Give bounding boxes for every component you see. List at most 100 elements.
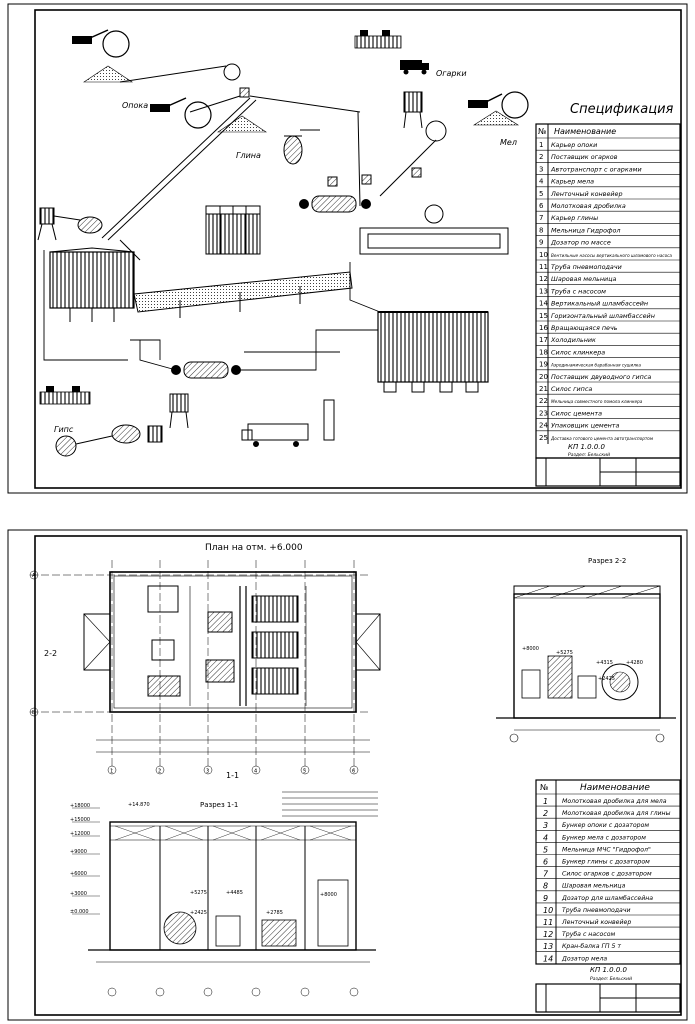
label-glina: Глина bbox=[236, 151, 261, 160]
spec-row-number: 12 bbox=[539, 275, 548, 283]
spec-row-number: 6 bbox=[543, 858, 548, 867]
elevation-mark: +18000 bbox=[70, 803, 90, 809]
spec-row-number: 14 bbox=[543, 954, 553, 963]
spec-row-name: Вращающаяся печь bbox=[551, 324, 618, 332]
ball-mill-icon bbox=[299, 195, 371, 213]
horizontal-slurry-basin bbox=[359, 204, 509, 255]
spec-row-name: Карьер опоки bbox=[551, 141, 597, 149]
spec-row-name: Бункер глины с дозатором bbox=[562, 859, 650, 866]
elevation-mark: +12000 bbox=[70, 831, 90, 837]
spec-row-number: 3 bbox=[543, 821, 548, 830]
label-mel: Мел bbox=[500, 138, 517, 147]
elevation-mark: +5275 bbox=[556, 650, 573, 656]
spec-row-name: Поставщик двуводного гипса bbox=[551, 373, 651, 381]
hydrofol-mill-icon bbox=[283, 135, 303, 165]
spec-row-name: Аэродинамическая барабанная сушилка bbox=[550, 363, 641, 368]
section-22-title: Разрез 2-2 bbox=[588, 557, 626, 565]
elevation-mark: +4485 bbox=[226, 890, 243, 896]
spec-row-name: Труба с насосом bbox=[562, 930, 616, 938]
spec-row-number: 23 bbox=[539, 409, 548, 417]
section-mark-11: 1-1 bbox=[226, 771, 239, 780]
spec-row-number: 22 bbox=[539, 397, 548, 405]
section-mark-22: 2-2 bbox=[44, 649, 57, 658]
excavator-glina-icon bbox=[150, 97, 212, 129]
label-opoka: Опока bbox=[122, 101, 148, 110]
spec-row-name: Силос цемента bbox=[551, 409, 602, 417]
axis-label-number: 5 bbox=[303, 769, 306, 775]
spec-row-number: 1 bbox=[539, 141, 543, 149]
sheet-1-inner-frame bbox=[34, 9, 682, 489]
spec-row-number: 2 bbox=[543, 809, 548, 818]
spec-row-name: Мельница совместного помола клинкера bbox=[551, 399, 643, 404]
spec-row-number: 19 bbox=[539, 361, 548, 369]
plan-title: План на отм. +6.000 bbox=[205, 543, 303, 553]
spec-row-name: Карьер глины bbox=[551, 214, 598, 222]
axis-label-number: 3 bbox=[206, 769, 209, 775]
gypsum-dryer-icon bbox=[55, 424, 163, 457]
dump-truck-icon bbox=[400, 60, 429, 75]
elevation-mark: +2425 bbox=[190, 910, 207, 916]
vertical-slurry-basins bbox=[205, 205, 261, 255]
spec-row-name: Доставка готового цемента автотранспорто… bbox=[550, 436, 653, 441]
spec-row-number: 18 bbox=[539, 348, 548, 356]
spec-row-number: 24 bbox=[539, 422, 548, 430]
stamp-sub-sheet-1: Раздел: Бельский bbox=[568, 452, 610, 458]
spec-row-name: Бункер опоки с дозатором bbox=[562, 822, 649, 829]
spec-row-number: 25 bbox=[539, 434, 548, 442]
axis-label-number: 4 bbox=[254, 769, 257, 775]
quarry-excavators bbox=[72, 29, 529, 129]
spec-row-name: Холодильник bbox=[550, 336, 596, 344]
cement-truck-icon bbox=[241, 399, 335, 447]
section-11-view bbox=[88, 821, 376, 997]
spec-row-number: 8 bbox=[543, 882, 548, 891]
elevation-mark: ±0.000 bbox=[70, 909, 89, 915]
spec-row-number: 17 bbox=[539, 336, 548, 344]
spec-row-number: 9 bbox=[543, 894, 548, 903]
section-11-level-marks: +18000+15000+12000+9000+6000+3000±0.000 bbox=[70, 803, 100, 915]
spec-row-number: 11 bbox=[539, 263, 548, 271]
spec-row-name: Автотранспорт с огарками bbox=[550, 165, 642, 173]
section-11-title: Разрез 1-1 bbox=[200, 801, 238, 809]
spec-row-number: 13 bbox=[543, 942, 553, 951]
spec-row-number: 16 bbox=[539, 324, 548, 332]
spec-row-number: 7 bbox=[543, 870, 549, 879]
label-gips: Гипс bbox=[54, 425, 74, 434]
excavator-opoka-icon bbox=[72, 29, 130, 58]
belt-conveyors bbox=[101, 65, 437, 261]
spec-row-name: Ленточный конвейер bbox=[561, 919, 631, 926]
axis-label-number: 6 bbox=[352, 769, 355, 775]
spec-row-name: Шаровая мельница bbox=[562, 883, 626, 890]
spec-row-name: Труба с насосом bbox=[551, 287, 606, 295]
axis-label-number: 1 bbox=[110, 769, 113, 775]
elevation-mark: +2785 bbox=[266, 910, 283, 916]
spec-row-number: 21 bbox=[539, 385, 548, 393]
spec-row-name: Ленточный конвейер bbox=[550, 190, 623, 198]
notes-block bbox=[282, 791, 378, 817]
raw-material-piles bbox=[83, 65, 520, 133]
spec-row-number: 8 bbox=[539, 226, 543, 234]
spec-row-name: Горизонтальный шламбассейн bbox=[551, 312, 655, 320]
pneumatic-pipes bbox=[43, 250, 381, 371]
clinker-silos bbox=[49, 247, 135, 322]
spec-row-number: 1 bbox=[543, 797, 548, 806]
sheet-2-inner-frame bbox=[34, 535, 682, 1016]
spec-row-name: Мельница Гидрофол bbox=[551, 226, 620, 234]
spec-header-name-sheet-1: Наименование bbox=[554, 127, 616, 136]
plan-grid-axes bbox=[29, 560, 370, 775]
spec-row-name: Дозатор для шламбассейна bbox=[561, 894, 653, 902]
spec-row-name: Молотковая дробилка для глины bbox=[562, 809, 671, 817]
spec-row-name: Дозатор мела bbox=[561, 955, 607, 962]
elevation-mark: +4280 bbox=[626, 660, 643, 666]
section-11-elevations: +5275+2425+2785+8000+4485 bbox=[190, 890, 337, 916]
spec-row-number: 4 bbox=[539, 178, 544, 186]
elevation-mark: +8000 bbox=[320, 892, 337, 898]
spec-row-number: 11 bbox=[543, 918, 553, 927]
spec-row-name: Вертикальный шламбассейн bbox=[551, 300, 648, 308]
sheet-1-outer-frame bbox=[7, 3, 688, 494]
spec-row-number: 5 bbox=[543, 845, 548, 854]
spec-row-number: 10 bbox=[539, 251, 548, 259]
elevation-mark: +2425 bbox=[598, 676, 615, 682]
